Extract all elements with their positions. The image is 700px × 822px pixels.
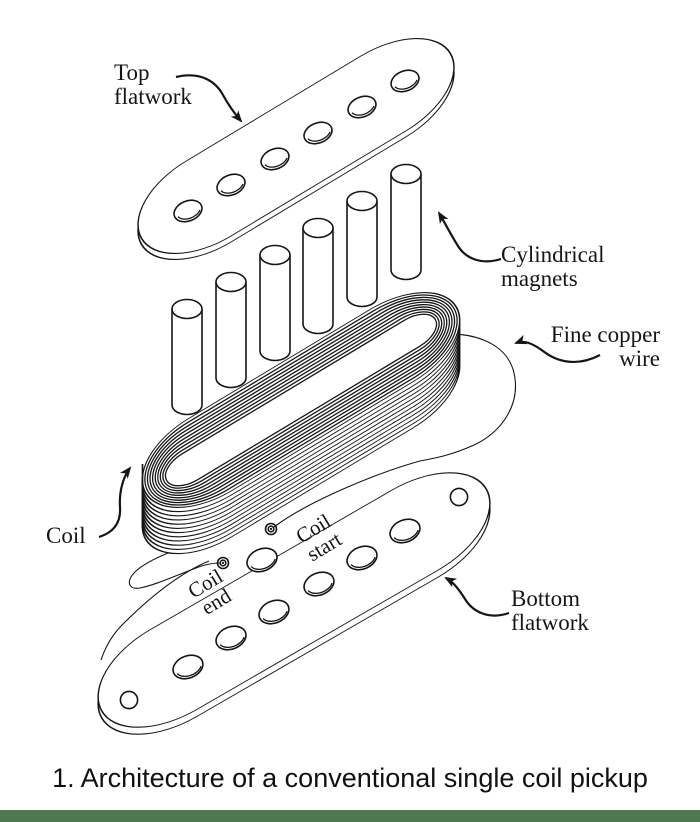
label-bottom-flatwork: Bottom flatwork <box>511 586 589 636</box>
cylindrical-magnets-arrow <box>437 211 502 263</box>
magnet-3 <box>259 244 291 362</box>
label-coil: Coil <box>46 523 86 548</box>
magnet-1 <box>171 298 203 416</box>
figure-caption: 1. Architecture of a conventional single… <box>52 763 648 793</box>
coil <box>123 270 479 577</box>
magnet-6 <box>390 163 422 281</box>
pickup-exploded-diagram <box>77 15 601 759</box>
fine-copper-wire <box>100 333 516 661</box>
label-fine-copper-wire: Fine copper wire <box>550 322 660 372</box>
coil-arrow <box>98 466 132 539</box>
eyelet-coil-start <box>264 522 278 536</box>
fine-copper-wire-arrow <box>514 334 601 363</box>
bottom-mount-hole-left <box>120 691 137 708</box>
bottom-mount-hole-right <box>450 488 467 505</box>
label-top-flatwork: Top flatwork <box>114 60 192 110</box>
bottom-bar <box>0 810 700 822</box>
bottom-flatwork-arrow <box>444 577 510 617</box>
magnet-2 <box>215 271 247 389</box>
coil-top-face <box>123 270 479 530</box>
label-cylindrical-magnets: Cylindrical magnets <box>501 242 605 292</box>
top-flatwork-arrow <box>175 74 243 123</box>
annotation-arrows <box>98 74 601 617</box>
magnet-4 <box>302 217 334 335</box>
magnet-5 <box>346 190 378 308</box>
bottom-flatwork-plate <box>77 448 511 759</box>
